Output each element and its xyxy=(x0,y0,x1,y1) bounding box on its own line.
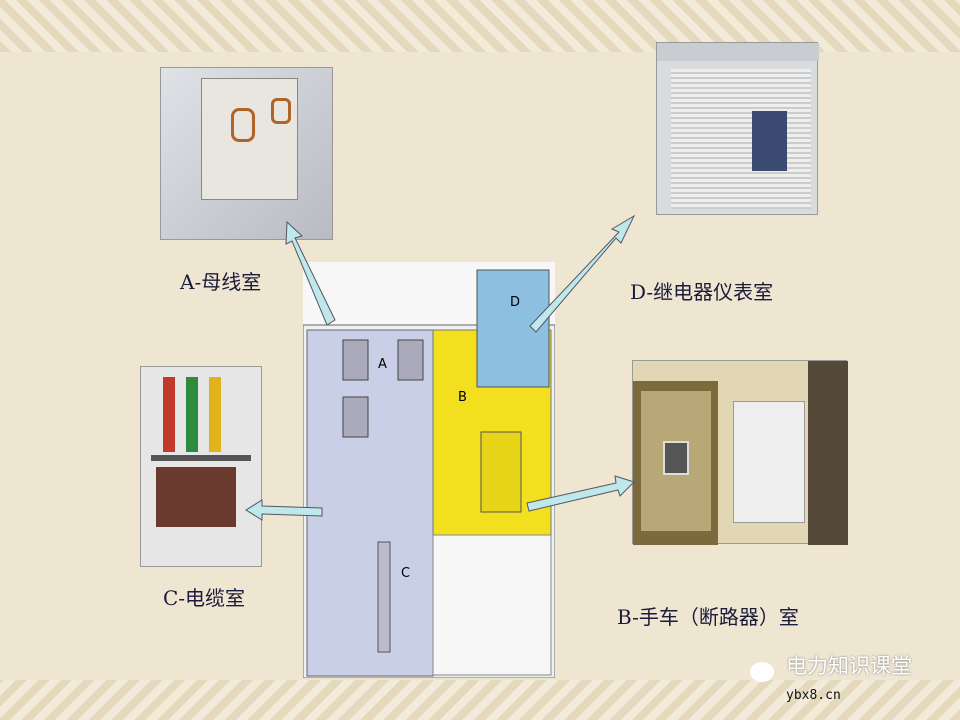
diagram-letter-b: B xyxy=(458,390,467,405)
diagram-drawing xyxy=(302,269,556,679)
photo-cable-compartment xyxy=(140,366,262,567)
diagram-letter-c: C xyxy=(401,566,411,581)
decorative-border-bottom xyxy=(0,680,960,720)
switchgear-cross-section-diagram: A B C D xyxy=(302,262,556,679)
photo-relay-instrument-compartment xyxy=(656,42,819,215)
photo-circuit-breaker-compartment xyxy=(632,360,848,545)
photo-busbar-compartment xyxy=(160,67,333,240)
label-relay-instrument-compartment: D-继电器仪表室 xyxy=(630,280,774,304)
watermark-site: ybx8.cn xyxy=(786,688,841,703)
arrow-to-d xyxy=(529,214,636,333)
diagram-letter-d: D xyxy=(510,295,521,310)
wechat-icon xyxy=(750,662,774,682)
label-busbar-compartment: A-母线室 xyxy=(180,270,262,294)
label-circuit-breaker-compartment: B-手车（断路器）室 xyxy=(617,605,799,629)
label-cable-compartment: C-电缆室 xyxy=(163,586,246,610)
arrow-to-b xyxy=(526,475,635,512)
arrow-to-a xyxy=(285,220,336,326)
diagram-letter-a: A xyxy=(378,357,387,372)
watermark-title: 电力知识课堂 xyxy=(786,654,912,678)
arrow-to-c xyxy=(245,499,323,521)
